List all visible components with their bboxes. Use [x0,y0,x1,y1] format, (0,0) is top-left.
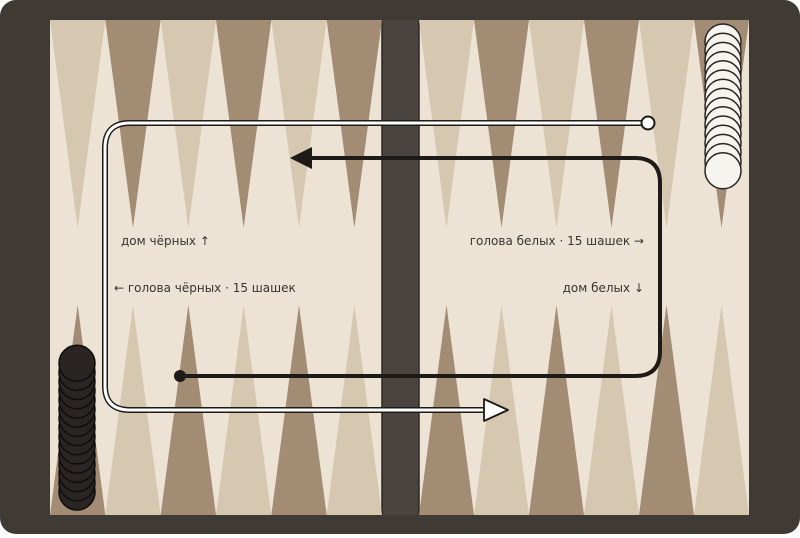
point-bottom-right-6 [694,305,749,515]
board-felt-left [50,20,382,515]
label-white-head: голова белых · 15 шашек → [470,234,644,248]
board-labels: дом чёрных ↑ голова белых · 15 шашек → ←… [114,234,644,295]
black-path-arrowhead [290,147,312,169]
black-path-line [180,156,662,378]
point-bottom-right-4 [584,305,639,515]
black-checker-15 [58,344,96,382]
label-black-head: ← голова чёрных · 15 шашек [114,281,296,295]
checker-stacks [58,23,742,511]
black-path-start-dot [174,370,186,382]
point-top-left-1 [50,20,106,228]
label-black-home: дом чёрных ↑ [121,234,210,248]
point-bottom-right-5 [639,305,694,515]
board-felt-right [419,20,749,515]
label-white-home: дом белых ↓ [563,281,644,295]
board-bar [382,20,419,515]
point-bottom-right-3 [529,305,584,515]
white-path-arrowhead [483,398,509,422]
white-path-start-dot [640,115,656,131]
movement-paths [102,115,662,422]
point-top-right-5 [639,20,694,228]
white-path-line [103,121,648,412]
white-checker-15 [704,152,742,190]
